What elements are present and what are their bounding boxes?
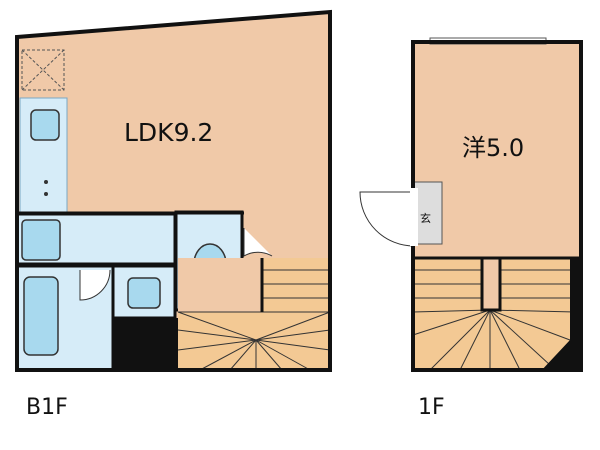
- b1f-outer-wall: [15, 9, 332, 372]
- floor-label-b1f: B1F: [26, 395, 68, 420]
- structure-corner: [540, 258, 583, 372]
- floor-label-1f: 1F: [418, 395, 445, 420]
- structure-block: [113, 318, 178, 370]
- stair-landing: [178, 258, 262, 312]
- washing-machine-icon: [21, 219, 61, 261]
- washbasin-icon: [127, 277, 161, 309]
- toilet-door-swing: [243, 228, 273, 257]
- 1f-plan: [359, 37, 583, 372]
- ldk-room-label: LDK9.2: [124, 118, 214, 147]
- bathtub-icon: [23, 276, 59, 356]
- western-room-label: 洋5.0: [462, 134, 525, 162]
- entrance-door-swing: [359, 191, 415, 247]
- fridge-space: [21, 49, 65, 91]
- b1f-plan: [15, 9, 332, 372]
- stove-burner-icon: [44, 192, 48, 196]
- entrance-label: 玄: [420, 212, 431, 225]
- bath-door-swing: [79, 269, 111, 301]
- kitchen-sink-icon: [30, 109, 60, 141]
- entrance-opening: [410, 188, 418, 246]
- stair-treads-1f: [412, 269, 581, 371]
- stair-center-wall: [480, 256, 502, 312]
- stove-burner-icon: [44, 180, 48, 184]
